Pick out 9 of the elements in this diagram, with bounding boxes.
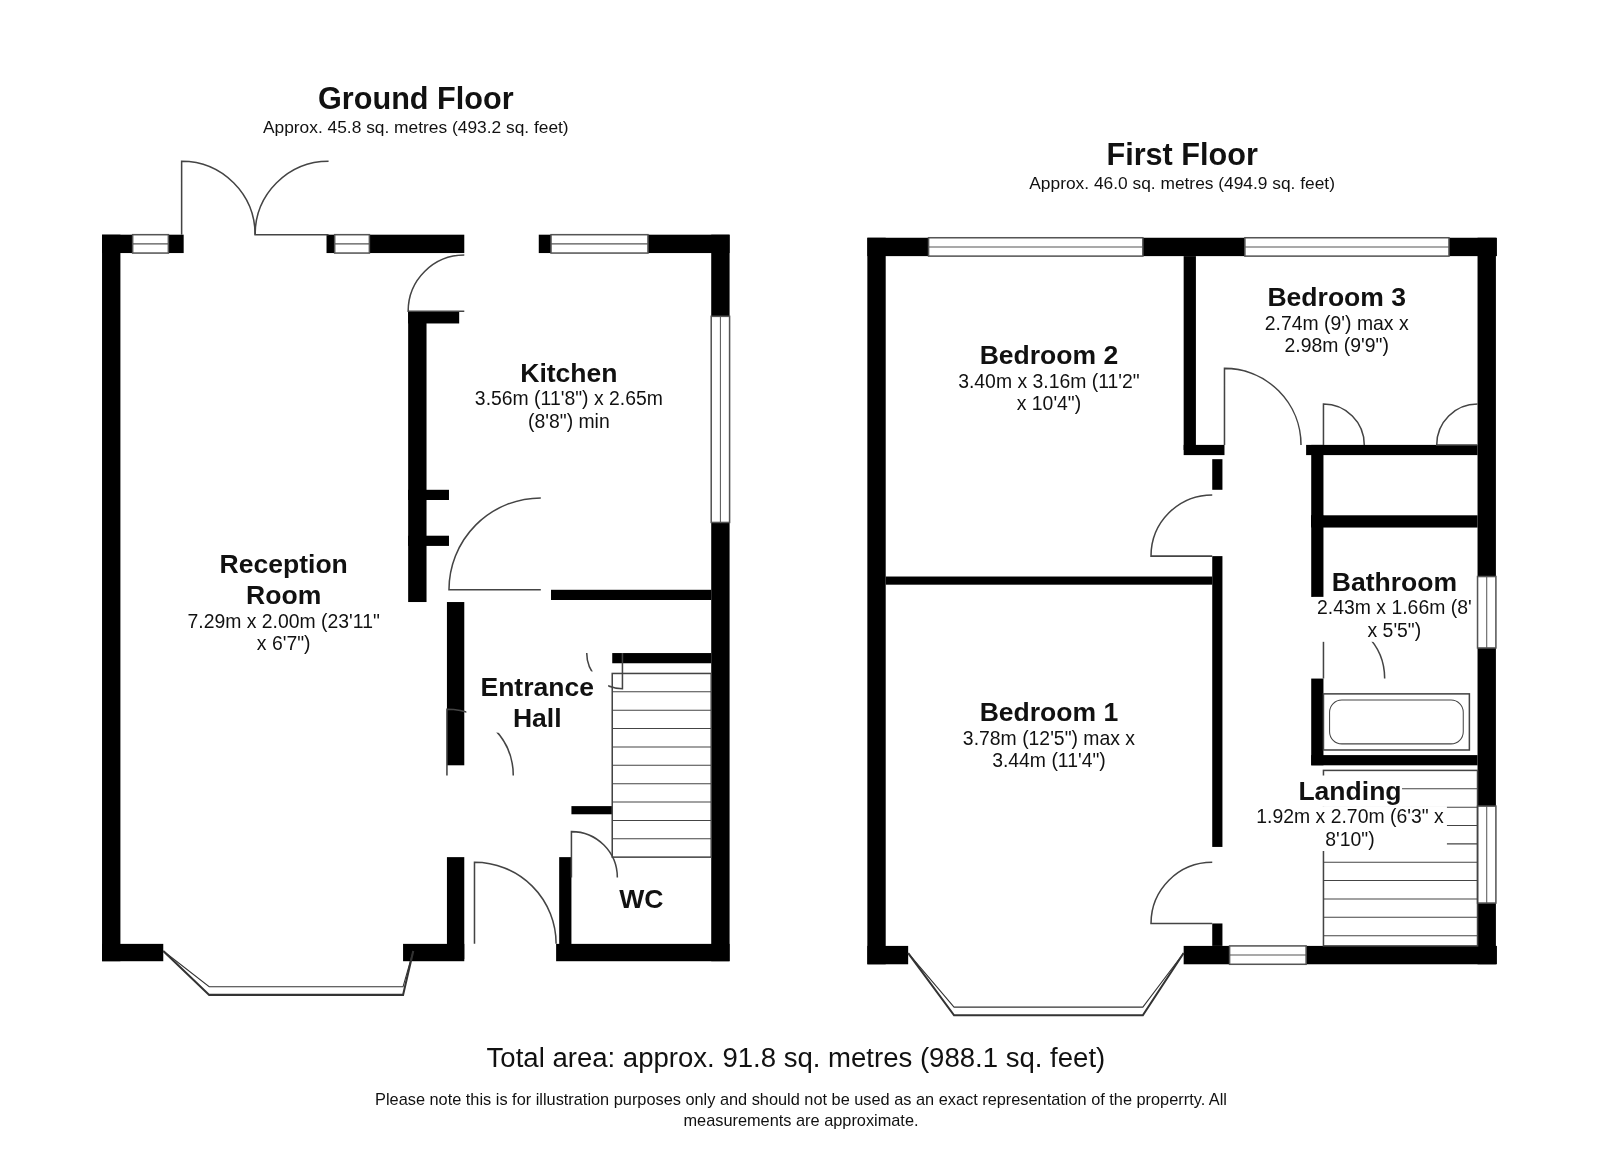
area-note: Approx. 46.0 sq. metres (494.9 sq. feet) <box>1029 172 1335 195</box>
room-dimensions: 7.29m x 2.00m (23'11" x 6'7") <box>186 610 381 656</box>
area-note: Approx. 45.8 sq. metres (493.2 sq. feet) <box>263 116 569 139</box>
room-name: Entrance Hall <box>466 671 609 733</box>
floor-heading: Ground Floor <box>318 81 514 117</box>
room-name: Landing <box>1298 775 1402 807</box>
floor-heading: First Floor <box>1106 137 1258 173</box>
total-area: Total area: approx. 91.8 sq. metres (988.1 sq. feet) <box>336 1042 1256 1075</box>
disclaimer-note: Please note this is for illustration purposes only and should not be used as an exact representation of the properrty. All measurements are approximate. <box>374 1089 1228 1131</box>
